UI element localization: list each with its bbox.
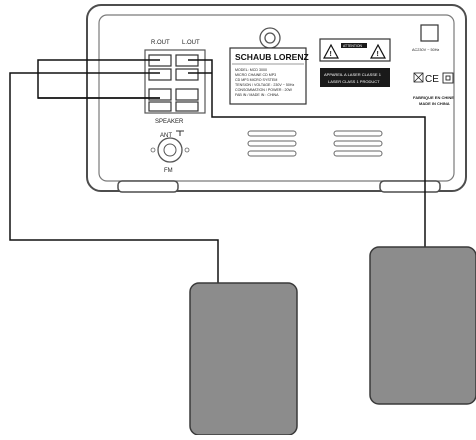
fm-jack-inner — [163, 143, 177, 157]
spec-line-6: FAB IN / MADE IN : CHINA — [235, 93, 279, 97]
fm-screw-right — [184, 147, 190, 153]
certification-marks: CE — [413, 72, 454, 85]
unit-rear-panel: R.OUT L.OUT SPEAKER ANT FM SCHAUB LORENZ — [86, 4, 467, 193]
speaker-wires — [9, 59, 426, 283]
warning-badge-text: ATTENTION — [343, 44, 363, 48]
warning-label: ! ATTENTION ! — [319, 38, 391, 62]
vent-slot — [247, 140, 297, 147]
vent-slot — [247, 150, 297, 157]
speaker-label: SPEAKER — [155, 119, 184, 125]
warning-badge — [341, 43, 367, 48]
laser-line-2: LASER CLASS 1 PRODUCT — [328, 79, 380, 84]
spec-line-1: MODEL: MCD 3000 — [235, 68, 267, 72]
vent-slots — [247, 130, 383, 157]
warning-triangle-left-icon — [322, 43, 340, 59]
foot-right — [379, 180, 441, 193]
ce-mark: CE — [425, 74, 439, 85]
power-rating: AC230V ~ 50Hz — [412, 48, 439, 52]
wire-left-speaker — [9, 72, 219, 283]
left-speaker — [189, 282, 298, 436]
weee-cross-2 — [413, 72, 424, 83]
vent-slot — [247, 130, 297, 137]
terminal-l-lower-minus — [175, 101, 199, 112]
terminal-l-minus — [175, 68, 199, 81]
origin-line-1: FABRIQUE EN CHINE — [413, 95, 454, 100]
foot-left — [117, 180, 179, 193]
laser-class-label: APPAREIL A LASER CLASSE 1 LASER CLASS 1 … — [320, 68, 390, 87]
screw-inner — [264, 32, 276, 44]
vent-slot — [333, 130, 383, 137]
vent-slot — [333, 150, 383, 157]
spec-line-3: CD MP3 MICRO SYSTEM — [235, 78, 277, 82]
laser-label-box — [320, 68, 390, 87]
terminal-r-lower-plus — [148, 88, 172, 101]
spec-line-4: TENSION / VOLTAGE : 230V ~ 50Hz — [235, 83, 294, 87]
warning-mark-right: ! — [377, 51, 379, 58]
right-speaker — [369, 246, 476, 405]
terminal-r-minus — [148, 68, 172, 81]
terminal-l-lower-plus — [175, 88, 199, 101]
spec-line-2: MICRO CHAINE CD MP3 — [235, 73, 276, 77]
fm-label: FM — [164, 168, 173, 174]
r-out-label: R.OUT — [151, 40, 170, 46]
vent-slot — [333, 140, 383, 147]
warning-triangle-right-icon — [369, 43, 387, 59]
origin-line-2: MADE IN CHINA — [419, 101, 450, 106]
brand-name: SCHAUB LORENZ — [235, 52, 309, 62]
l-out-label: L.OUT — [182, 40, 200, 46]
wire-right-speaker — [188, 59, 426, 247]
double-insulation-inner-icon — [445, 75, 451, 81]
power-socket — [420, 24, 439, 42]
spec-line-5: CONSOMMATION / POWER : 20W — [235, 88, 292, 92]
rating-label-box — [229, 47, 307, 105]
terminal-r-lower-minus — [148, 101, 172, 112]
ant-label: ANT — [160, 133, 172, 139]
antenna-icon — [176, 130, 184, 136]
laser-line-1: APPAREIL A LASER CLASSE 1 — [324, 72, 382, 77]
rating-label: SCHAUB LORENZ MODEL: MCD 3000 MICRO CHAI… — [229, 47, 309, 105]
fm-screw-left — [150, 147, 156, 153]
warning-mark-left: ! — [330, 51, 332, 58]
